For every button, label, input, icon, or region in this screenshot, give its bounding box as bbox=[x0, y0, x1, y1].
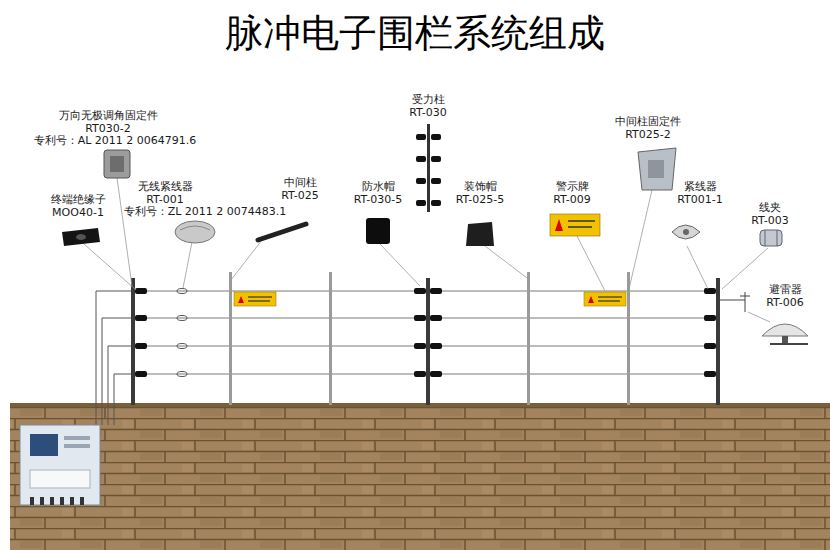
part-name: 防水帽 bbox=[362, 180, 395, 193]
tension-posts bbox=[131, 278, 720, 405]
intermediate-posts bbox=[229, 272, 630, 405]
part-name: 避雷器 bbox=[769, 283, 802, 296]
part-icons bbox=[62, 124, 808, 344]
part-name: 终端绝缘子 bbox=[51, 193, 106, 206]
part-name: 无线紧线器 bbox=[138, 180, 193, 193]
warning-signs bbox=[234, 292, 626, 306]
part-code: RT001-1 bbox=[677, 193, 723, 206]
part-code: RT-001 bbox=[146, 193, 184, 206]
part-code: RT-003 bbox=[751, 214, 789, 227]
part-name: 装饰帽 bbox=[464, 180, 497, 193]
energizer-controller bbox=[20, 425, 100, 505]
part-name: 中间柱固定件 bbox=[615, 115, 681, 128]
brick-wall bbox=[10, 405, 830, 550]
part-name: 紧线器 bbox=[684, 180, 717, 193]
part-code: 专利号：ZL 2011 2 0074483.1 bbox=[124, 205, 287, 218]
part-code: MOO40-1 bbox=[52, 206, 104, 219]
part-name: 警示牌 bbox=[556, 180, 589, 193]
part-code: RT030-2 bbox=[85, 122, 131, 135]
part-code: RT-025 bbox=[281, 189, 319, 202]
diagram-title: 脉冲电子围栏系统组成 bbox=[225, 10, 605, 56]
part-code: RT025-2 bbox=[625, 128, 671, 141]
part-code: RT-030 bbox=[409, 106, 447, 119]
arrester-mount bbox=[720, 292, 750, 312]
part-name: 万向无极调角固定件 bbox=[59, 109, 158, 122]
feed-wires bbox=[96, 291, 131, 425]
part-code: RT-006 bbox=[766, 296, 804, 309]
part-name: 受力柱 bbox=[412, 93, 445, 106]
part-code: RT-009 bbox=[553, 193, 591, 206]
part-code: 专利号：AL 2011 2 0064791.6 bbox=[34, 134, 197, 147]
part-name: 线夹 bbox=[759, 201, 781, 214]
part-code: RT-030-5 bbox=[354, 193, 403, 206]
part-code: RT-025-5 bbox=[456, 193, 505, 206]
part-name: 中间柱 bbox=[284, 176, 317, 189]
